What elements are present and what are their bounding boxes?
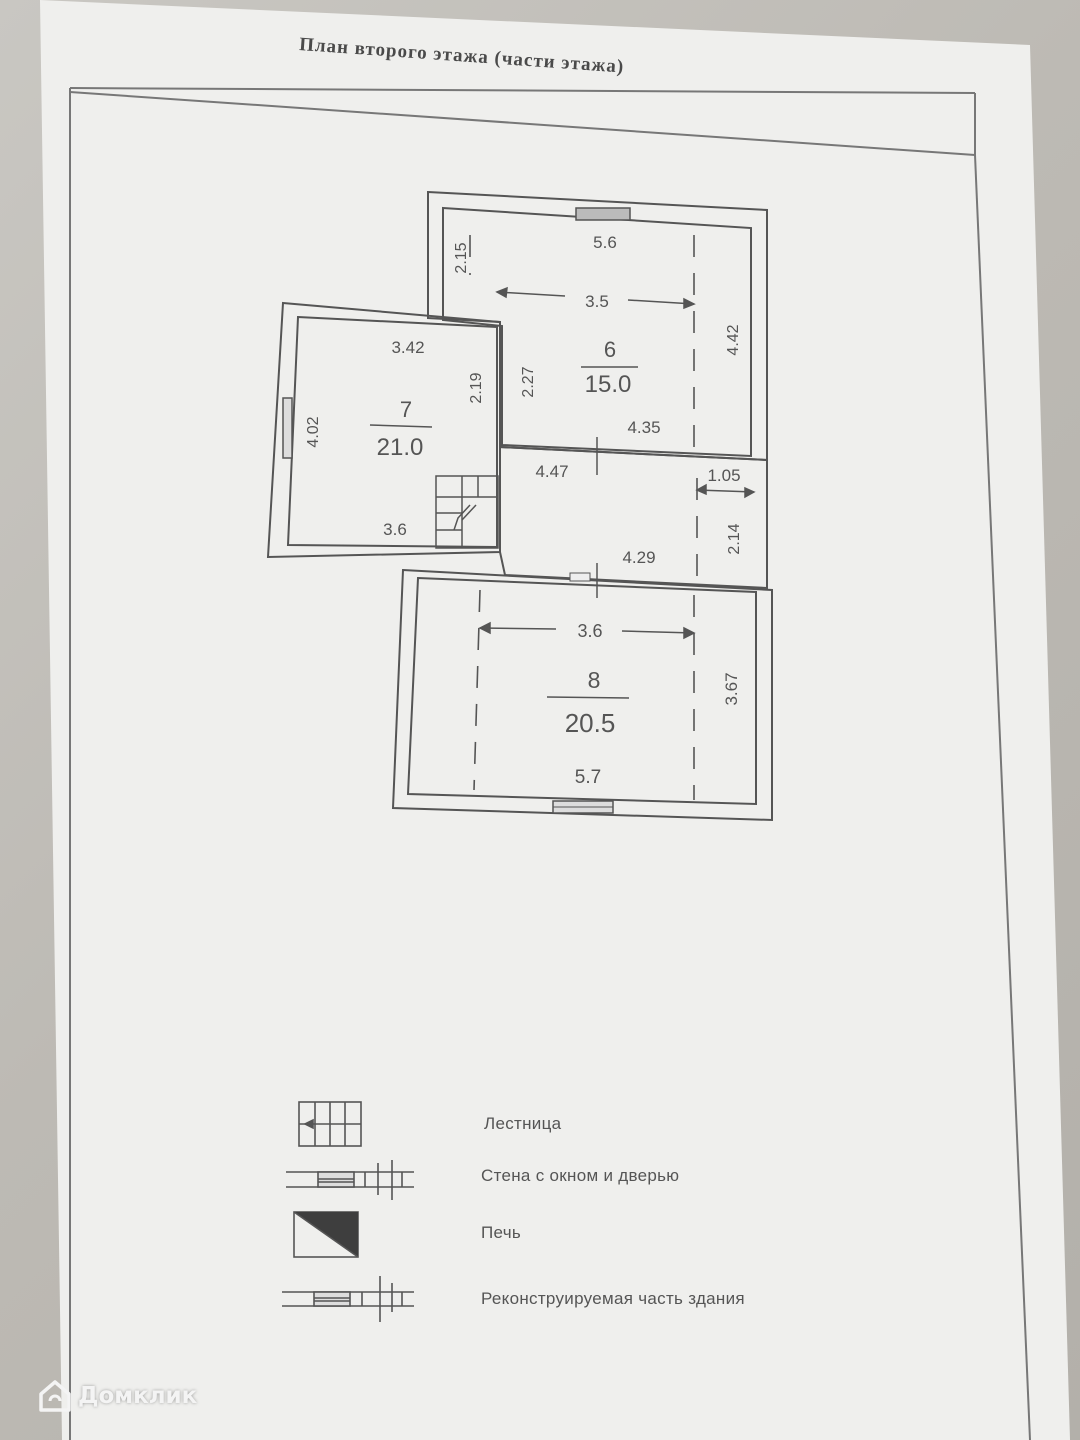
- dim-3-5: 3.5: [585, 292, 609, 311]
- dim-4-29: 4.29: [622, 548, 655, 567]
- room-7-fraction-line: [369, 424, 433, 428]
- dim-4-02: 4.02: [305, 416, 322, 447]
- room-8-outer-wall: [391, 568, 773, 822]
- reduced-height-lines: [469, 235, 698, 800]
- room-6-inner-wall: [442, 206, 752, 458]
- watermark-brand-text: Домклик: [78, 1383, 198, 1409]
- dim-1-05: 1.05: [707, 466, 740, 485]
- window-top: [575, 207, 631, 221]
- room-6-number: 6: [604, 337, 616, 362]
- title-underline: [69, 91, 976, 156]
- room-6-area: 15.0: [585, 371, 632, 398]
- staircase-outline: [435, 475, 499, 549]
- room-7-inner-wall: [286, 315, 498, 549]
- home-logo-icon: [39, 1380, 71, 1412]
- room-8-inner-wall: [406, 576, 757, 806]
- room-7-area: 21.0: [377, 434, 424, 461]
- dim-3-6-top: 3.6: [383, 520, 407, 539]
- dimension-arrows: [478, 286, 756, 640]
- brand-watermark: Домклик: [38, 1378, 197, 1414]
- dim-3-67: 3.67: [722, 672, 741, 705]
- dim-2-27: 2.27: [520, 366, 537, 397]
- room-8-fraction-line: [546, 696, 630, 699]
- hallway-wall: [499, 446, 768, 590]
- hallway-joint-wall: [499, 551, 506, 576]
- dim-2-19: 2.19: [468, 372, 485, 403]
- dim-2-14: 2.14: [726, 523, 743, 554]
- plan-labels: 5.6 2.15 3.5 4.42 3.42 2.19 2.27 4.02 4.…: [305, 233, 743, 788]
- room-8-number: 8: [588, 667, 601, 693]
- paper-sheet: [40, 0, 1070, 1440]
- legend-label-stairs: Лестница: [484, 1114, 562, 1133]
- legend-label-wall-window-door: Стена с окном и дверью: [481, 1166, 680, 1185]
- dim-2-15: 2.15: [453, 242, 470, 273]
- stairs-icon: [298, 1101, 362, 1147]
- dim-4-35: 4.35: [627, 418, 660, 437]
- dim-3-6-bottom: 3.6: [577, 621, 602, 641]
- dim-4-42: 4.42: [725, 324, 742, 355]
- room-8-area: 20.5: [565, 708, 616, 738]
- staircase: [435, 475, 499, 549]
- dim-4-47: 4.47: [535, 462, 568, 481]
- dim-5-7: 5.7: [575, 767, 601, 788]
- legend-label-reconstructed: Реконструируемая часть здания: [481, 1289, 745, 1308]
- stove-icon: [293, 1211, 359, 1258]
- dim-5-6: 5.6: [593, 233, 617, 252]
- window-left: [282, 397, 293, 459]
- legend-label-stove: Печь: [481, 1223, 522, 1242]
- frame-right-line: [974, 154, 1031, 1440]
- floor-plan: [266, 190, 773, 822]
- wall-window-door-icon: [286, 1160, 414, 1200]
- frame-top-line: [69, 87, 976, 94]
- room-7-number: 7: [400, 397, 412, 422]
- door-room-8: [569, 572, 591, 582]
- dim-3-42: 3.42: [391, 338, 424, 357]
- reconstructed-part-icon: [282, 1276, 414, 1322]
